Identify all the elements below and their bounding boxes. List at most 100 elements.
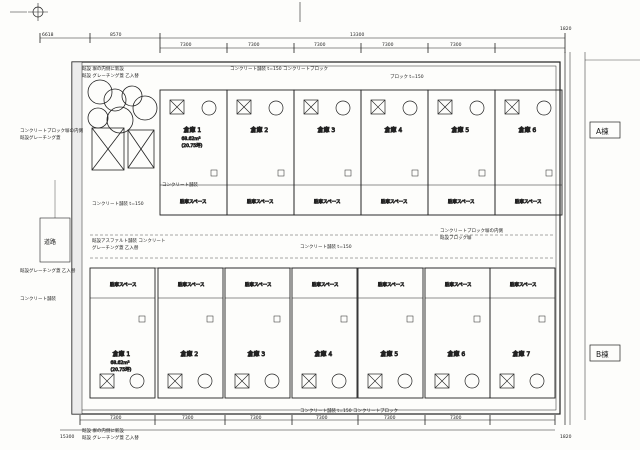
- site-boundary: [71, 61, 561, 415]
- building-a-box: [589, 121, 621, 139]
- note-bottom-left-2: 既設 グレーチング蓋 乙入替: [82, 434, 139, 441]
- shutter-x-icon: [303, 99, 319, 115]
- dim-bottom-3: 7300: [250, 415, 262, 421]
- unit-name: 倉庫 4: [315, 350, 333, 358]
- unit-name: 倉庫 6: [519, 126, 537, 134]
- top-row-unit-1: 倉庫 1 68.62m²(20.75坪) 駐車スペース: [159, 89, 228, 216]
- note-top-mid: コンクリート舗装 t=150 コンクリートブロック: [230, 65, 328, 72]
- parking-label: 駐車スペース: [515, 198, 542, 205]
- dim-top-5: 7300: [314, 42, 326, 48]
- shutter-x-icon: [504, 99, 520, 115]
- note-top-left-2: 既設 グレーチング蓋 乙入替: [82, 72, 139, 79]
- top-row-unit-3: 倉庫 3 駐車スペース: [293, 89, 362, 216]
- tree-area: [87, 79, 158, 171]
- unit-name: 倉庫 3: [248, 350, 266, 358]
- door-icon: [473, 315, 481, 323]
- unit-area: 68.62m²: [111, 360, 130, 366]
- shutter-x-icon: [234, 373, 250, 389]
- bottom-row-unit-1: 倉庫 168.62m²(20.75坪)駐車スペース: [89, 267, 156, 399]
- parking-label: 駐車スペース: [381, 198, 408, 205]
- right-boundary: [564, 52, 640, 425]
- bottom-row-unit-2: 倉庫 2 駐車スペース: [157, 267, 224, 399]
- center-band-note-2: コンクリート舗装 t=150: [300, 243, 352, 250]
- dim-bottom-2: 7300: [182, 415, 194, 421]
- dim-top-right: 1820: [560, 26, 572, 32]
- shutter-x-icon: [99, 373, 115, 389]
- shutter-x-icon: [434, 373, 450, 389]
- top-row-unit-6: 倉庫 6 駐車スペース: [494, 89, 563, 216]
- bottom-dimension-lines: [60, 415, 556, 431]
- note-left-1: コンクリートブロック塀の内側: [20, 127, 83, 134]
- door-icon: [545, 169, 553, 177]
- unit-name: 倉庫 6: [448, 350, 466, 358]
- parking-label: 駐車スペース: [247, 198, 274, 205]
- parking-label: 駐車スペース: [314, 198, 341, 205]
- top-row-unit-4: 倉庫 4 駐車スペース: [360, 89, 429, 216]
- unit-tsubo: (20.75坪): [182, 142, 203, 149]
- note-right-2: 既設ブロック塀: [440, 234, 472, 241]
- door-icon: [344, 169, 352, 177]
- unit-name: 倉庫 2: [181, 350, 199, 358]
- building-b-box: [589, 344, 621, 362]
- note-mid-left-2: グレーチング蓋 乙入替: [92, 244, 139, 251]
- dim-bottom-6: 7300: [450, 415, 462, 421]
- dim-bottom-1: 7300: [110, 415, 122, 421]
- note-mid-left-3: 既設グレーチング蓋 乙入替: [20, 267, 76, 274]
- parking-label: 駐車スペース: [180, 198, 207, 205]
- center-band-note: コンクリート舗装 t=150: [92, 200, 144, 207]
- road-label: 道路: [44, 238, 56, 246]
- dim-top-6: 7300: [382, 42, 394, 48]
- dim-bottom-4: 7300: [316, 415, 328, 421]
- unit-name: 倉庫 7: [513, 350, 531, 358]
- shutter-x-icon: [499, 373, 515, 389]
- meter-circle-icon: [129, 373, 145, 389]
- meter-circle-icon: [201, 100, 217, 116]
- meter-circle-icon: [197, 373, 213, 389]
- note-left-2: 既設グレーチング蓋: [20, 134, 61, 141]
- bottom-row-unit-7: 倉庫 7 駐車スペース: [489, 267, 556, 399]
- dim-top-total: 13300: [350, 32, 364, 38]
- meter-circle-icon: [264, 373, 280, 389]
- meter-circle-icon: [335, 100, 351, 116]
- dim-bottom-5: 7300: [384, 415, 396, 421]
- shutter-x-icon: [236, 99, 252, 115]
- dim-top-3: 7300: [180, 42, 192, 48]
- dim-bottom-left: 15300: [60, 434, 74, 440]
- north-mark-icon: [10, 3, 48, 21]
- left-wall-hatch: [71, 61, 83, 415]
- note-top-mid2: ブロック t=150: [390, 73, 424, 80]
- unit-name: 倉庫 3: [318, 126, 336, 134]
- unit-area: 68.62m²: [182, 136, 201, 142]
- meter-circle-icon: [469, 100, 485, 116]
- shutter-x-icon: [169, 99, 185, 115]
- parking-label: 駐車スペース: [178, 281, 205, 288]
- dim-top-4: 7300: [248, 42, 260, 48]
- door-icon: [411, 169, 419, 177]
- note-mid-left-4: コンクリート舗装: [20, 295, 56, 302]
- shutter-x-icon: [370, 99, 386, 115]
- parking-label: 駐車スペース: [510, 281, 537, 288]
- unit-tsubo: (20.75坪): [111, 366, 132, 373]
- top-dimension-lines: [39, 33, 566, 53]
- unit-name: 倉庫 1: [184, 126, 202, 134]
- unit-name: 倉庫 2: [251, 126, 269, 134]
- dim-top-7: 7300: [450, 42, 462, 48]
- door-icon: [138, 315, 146, 323]
- door-icon: [273, 315, 281, 323]
- top-row-unit-2: 倉庫 2 駐車スペース: [226, 89, 295, 216]
- unit-name: 倉庫 4: [385, 126, 403, 134]
- door-icon: [406, 315, 414, 323]
- parking-label: 駐車スペース: [448, 198, 475, 205]
- unit-name: 倉庫 5: [381, 350, 399, 358]
- door-icon: [206, 315, 214, 323]
- parking-label: 駐車スペース: [110, 281, 137, 288]
- door-icon: [277, 169, 285, 177]
